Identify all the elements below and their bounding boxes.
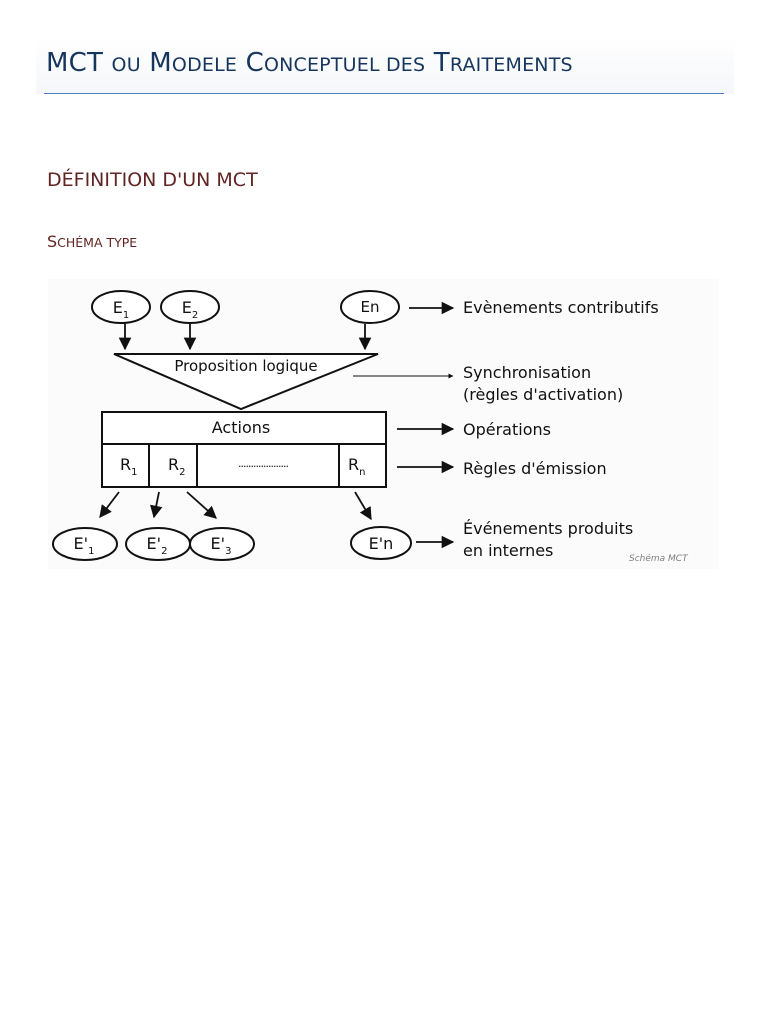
arrow-out-n bbox=[354, 491, 372, 521]
arrow-out-3 bbox=[186, 491, 217, 519]
label-regles-activation: (règles d'activation) bbox=[463, 385, 623, 404]
label-en-internes: en internes bbox=[463, 541, 553, 560]
svg-text:Proposition logique: Proposition logique bbox=[174, 357, 317, 375]
svg-text:E2: E2 bbox=[182, 298, 198, 321]
event-e2: E2 bbox=[160, 290, 220, 324]
rule-r2: R2 bbox=[168, 455, 186, 478]
rule-r1: R1 bbox=[120, 455, 138, 478]
event-out-3: E'3 bbox=[189, 527, 255, 561]
svg-text:Actions: Actions bbox=[212, 418, 270, 437]
svg-text:E'n: E'n bbox=[369, 534, 394, 553]
event-e1: E1 bbox=[91, 290, 151, 324]
svg-text:E1: E1 bbox=[113, 298, 129, 321]
arrow-out-1 bbox=[99, 491, 120, 519]
arrow-out-2 bbox=[150, 491, 163, 519]
label-evenements-produits: Événements produits bbox=[463, 519, 633, 538]
event-out-1: E'1 bbox=[52, 527, 118, 561]
rules-ellipsis: .................... bbox=[238, 457, 288, 470]
page-title: MCT OU MODELE CONCEPTUEL DES TRAITEMENTS bbox=[46, 48, 573, 78]
rule-rn: Rn bbox=[348, 455, 365, 478]
section-heading: DÉFINITION D'UN MCT bbox=[47, 169, 258, 191]
label-regles-emission: Règles d'émission bbox=[463, 459, 607, 478]
actions-box: Actions bbox=[101, 411, 387, 445]
event-en: En bbox=[340, 290, 400, 324]
svg-text:E'3: E'3 bbox=[211, 534, 232, 557]
label-evenements-contributifs: Evènements contributifs bbox=[463, 298, 659, 317]
figure-caption: Schéma MCT bbox=[629, 554, 688, 564]
label-operations: Opérations bbox=[463, 420, 551, 439]
proposition-logique: Proposition logique bbox=[113, 353, 379, 411]
svg-text:E'2: E'2 bbox=[147, 534, 168, 557]
title-band bbox=[36, 38, 734, 94]
svg-text:E'1: E'1 bbox=[74, 534, 95, 557]
svg-text:En: En bbox=[361, 298, 380, 316]
event-out-n: E'n bbox=[350, 526, 412, 560]
mct-diagram: E1 E2 En Proposition logique Actions R1 … bbox=[48, 279, 718, 569]
event-out-2: E'2 bbox=[125, 527, 191, 561]
title-rule bbox=[44, 93, 724, 94]
label-synchronisation: Synchronisation bbox=[463, 363, 591, 382]
rules-row bbox=[101, 443, 387, 488]
subsection-heading: SCHÉMA TYPE bbox=[47, 232, 138, 251]
